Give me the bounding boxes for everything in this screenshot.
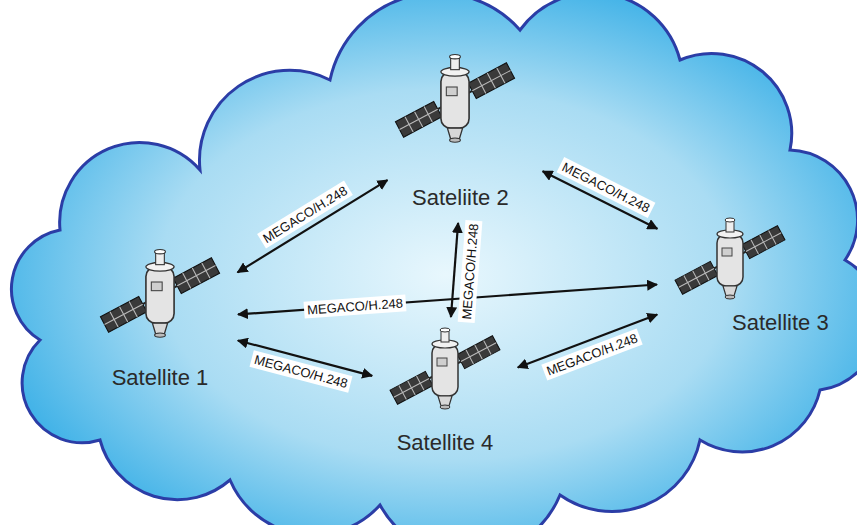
satellite-icon xyxy=(390,45,520,155)
satellite-node: Sateliite 2 xyxy=(390,45,540,220)
satellite-label: Satellite 4 xyxy=(397,430,494,456)
satellite-node: Satellite 3 xyxy=(660,210,850,345)
satellite-icon xyxy=(95,240,225,350)
satellite-label: Satellite 3 xyxy=(732,310,829,336)
protocol-link xyxy=(238,180,388,272)
satellite-label: Satellite 1 xyxy=(112,365,209,391)
cloud-outline xyxy=(11,0,857,525)
satellite-node: Satellite 1 xyxy=(85,240,235,400)
satellite-icon xyxy=(385,320,505,420)
protocol-link xyxy=(238,284,657,314)
satellite-icon xyxy=(670,210,790,310)
satellite-node: Satellite 4 xyxy=(375,320,515,470)
protocol-link xyxy=(451,223,458,317)
satellite-label: Sateliite 2 xyxy=(412,185,509,211)
